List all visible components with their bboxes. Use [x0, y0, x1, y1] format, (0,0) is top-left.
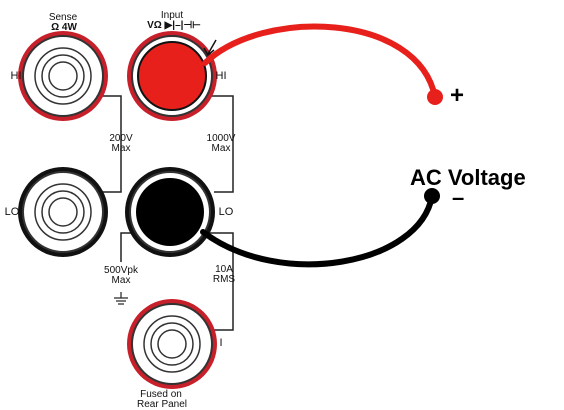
input-max-unit: Max — [211, 143, 231, 154]
current-terminal[interactable] — [127, 299, 217, 389]
ground-unit: Max — [111, 275, 131, 286]
sense-title: Sense — [48, 12, 78, 23]
sense-hi-lo-link — [96, 95, 122, 193]
black-lead-tip — [424, 188, 440, 204]
arrow-indicator-icon — [203, 39, 217, 57]
input-max-value: 1000V — [206, 133, 236, 144]
sense-max-unit: Max — [111, 143, 131, 154]
sense-lo-label: LO — [4, 206, 20, 218]
red-lead-tip — [427, 89, 443, 105]
connection-lines — [96, 95, 234, 331]
ground-icon — [114, 292, 128, 305]
ac-voltage-label: AC Voltage — [410, 165, 526, 190]
minus-sign: – — [452, 185, 465, 210]
input-hi-lo-link — [212, 95, 234, 193]
ground-value: 500Vpk — [104, 265, 138, 276]
current-label: I — [219, 337, 223, 349]
input-symbols: VΩ ▶|–|⊣⊢ — [147, 20, 201, 31]
input-title: Input — [160, 10, 184, 21]
sense-hi-label: HI — [10, 70, 22, 82]
input-hi-terminal[interactable] — [127, 31, 217, 121]
current-link — [200, 232, 234, 331]
input-hi-label: HI — [215, 70, 227, 82]
sense-lo-terminal[interactable] — [18, 167, 108, 257]
black-test-lead — [200, 193, 435, 268]
input-lo-terminal[interactable] — [125, 167, 215, 257]
fuse-note-line1: Fused on — [140, 389, 182, 400]
sense-hi-terminal[interactable] — [18, 31, 108, 121]
sense-subtitle: Ω 4W — [51, 22, 77, 33]
sense-max-value: 200V — [109, 133, 133, 144]
plus-sign: + — [450, 82, 465, 109]
ground-link — [120, 232, 134, 262]
fuse-note-line2: Rear Panel — [136, 399, 188, 410]
current-value: 10A — [215, 264, 233, 275]
current-unit: RMS — [212, 274, 236, 285]
input-lo-label: LO — [218, 206, 234, 218]
red-test-lead — [202, 23, 438, 100]
